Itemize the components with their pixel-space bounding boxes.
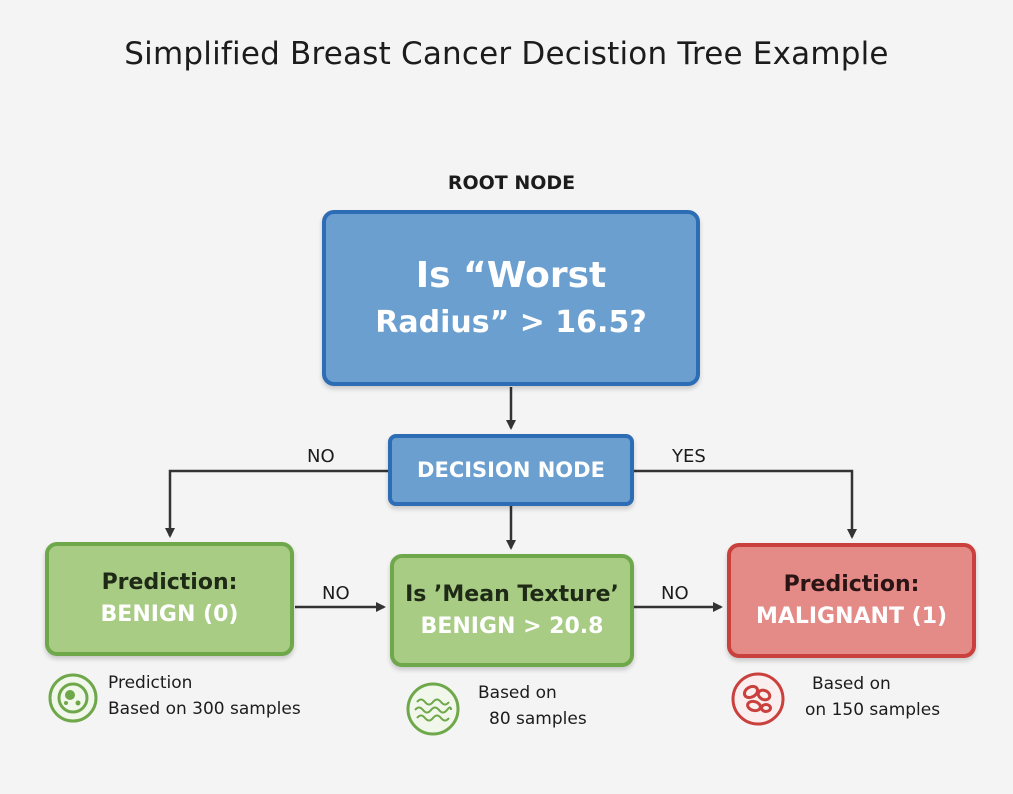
- cell-icon: [48, 673, 98, 723]
- right-leaf-line1: Prediction:: [783, 571, 920, 597]
- right-leaf-caption-line1: Based on: [812, 674, 891, 694]
- right-leaf-caption: Based on on 150 samples: [805, 671, 940, 723]
- decision-node: DECISION NODE: [388, 434, 634, 506]
- edge-decision-to-right: [634, 469, 857, 539]
- middle-node-caption-line2: 80 samples: [489, 709, 587, 729]
- left-leaf-caption-line2: Based on 300 samples: [108, 699, 301, 719]
- left-leaf-node: Prediction: BENIGN (0): [45, 542, 294, 656]
- middle-node-caption-line1: Based on: [478, 683, 557, 703]
- malignant-cell-icon: [731, 672, 785, 726]
- root-node-label: ROOT NODE: [447, 172, 576, 194]
- root-node-line1: Is “Worst: [415, 255, 607, 296]
- root-node: Is “Worst Radius” > 16.5?: [322, 210, 700, 386]
- left-leaf-line1: Prediction:: [101, 570, 238, 595]
- diagram-title: Simplified Breast Cancer Decistion Tree …: [124, 36, 889, 72]
- right-leaf-line2: MALIGNANT (1): [755, 603, 948, 629]
- edge-decision-to-left: [165, 469, 388, 538]
- left-leaf-caption: Prediction Based on 300 samples: [108, 670, 301, 722]
- middle-node-caption: Based on 80 samples: [478, 680, 587, 732]
- middle-node-line2: BENIGN > 20.8: [420, 613, 604, 639]
- left-leaf-caption-line1: Prediction: [108, 673, 193, 693]
- edge-label-no-left: NO: [307, 446, 335, 467]
- right-leaf-caption-line2: on 150 samples: [805, 700, 941, 720]
- edge-label-no-mid-right: NO: [661, 583, 689, 604]
- decision-node-label: DECISION NODE: [417, 458, 605, 482]
- right-leaf-node: Prediction: MALIGNANT (1): [727, 543, 976, 658]
- root-node-line2: Radius” > 16.5?: [375, 305, 647, 340]
- middle-node-line1: Is ’Mean Texture’: [405, 581, 619, 607]
- edge-label-yes-right: YES: [672, 446, 706, 467]
- texture-icon: [406, 682, 460, 736]
- left-leaf-line2: BENIGN (0): [100, 602, 239, 627]
- middle-node: Is ’Mean Texture’ BENIGN > 20.8: [390, 554, 634, 667]
- edge-label-no-mid-left: NO: [322, 583, 350, 604]
